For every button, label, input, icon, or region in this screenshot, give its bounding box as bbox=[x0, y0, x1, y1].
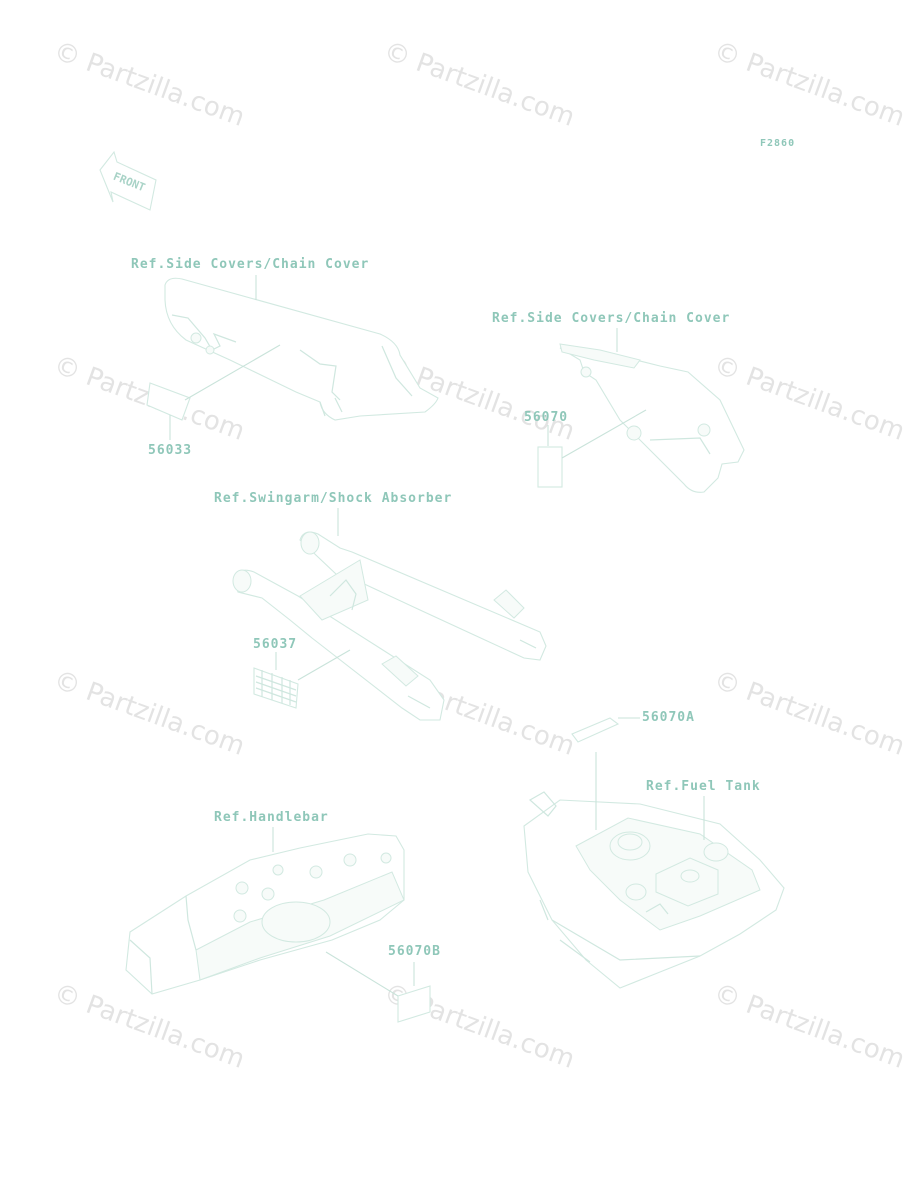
part-number-56037: 56037 bbox=[253, 637, 298, 652]
chain-cover-part bbox=[164, 277, 439, 421]
ref-label-handlebar: Ref.Handlebar bbox=[214, 810, 329, 825]
part-number-56070b: 56070B bbox=[388, 944, 441, 959]
ref-label-swingarm: Ref.Swingarm/Shock Absorber bbox=[214, 491, 453, 506]
label-56070a-part bbox=[571, 717, 620, 743]
part-number-56070: 56070 bbox=[524, 410, 569, 425]
side-cover-part bbox=[559, 343, 745, 493]
diagram-code: F2860 bbox=[760, 138, 796, 149]
ref-label-chain-cover-left: Ref.Side Covers/Chain Cover bbox=[131, 257, 370, 272]
swingarm-part bbox=[232, 531, 547, 721]
handlebar-cover-part bbox=[125, 833, 405, 995]
label-56070b-part bbox=[397, 985, 431, 1023]
front-arrow-icon: FRONT bbox=[99, 150, 157, 211]
fuel-tank-part bbox=[523, 791, 785, 989]
part-number-56033: 56033 bbox=[148, 443, 193, 458]
label-56033-part bbox=[146, 382, 191, 421]
part-number-56070a: 56070A bbox=[642, 710, 695, 725]
ref-label-fuel-tank: Ref.Fuel Tank bbox=[646, 779, 761, 794]
label-56070-part bbox=[537, 446, 563, 488]
label-56037-part bbox=[253, 667, 299, 709]
ref-label-chain-cover-right: Ref.Side Covers/Chain Cover bbox=[492, 311, 731, 326]
